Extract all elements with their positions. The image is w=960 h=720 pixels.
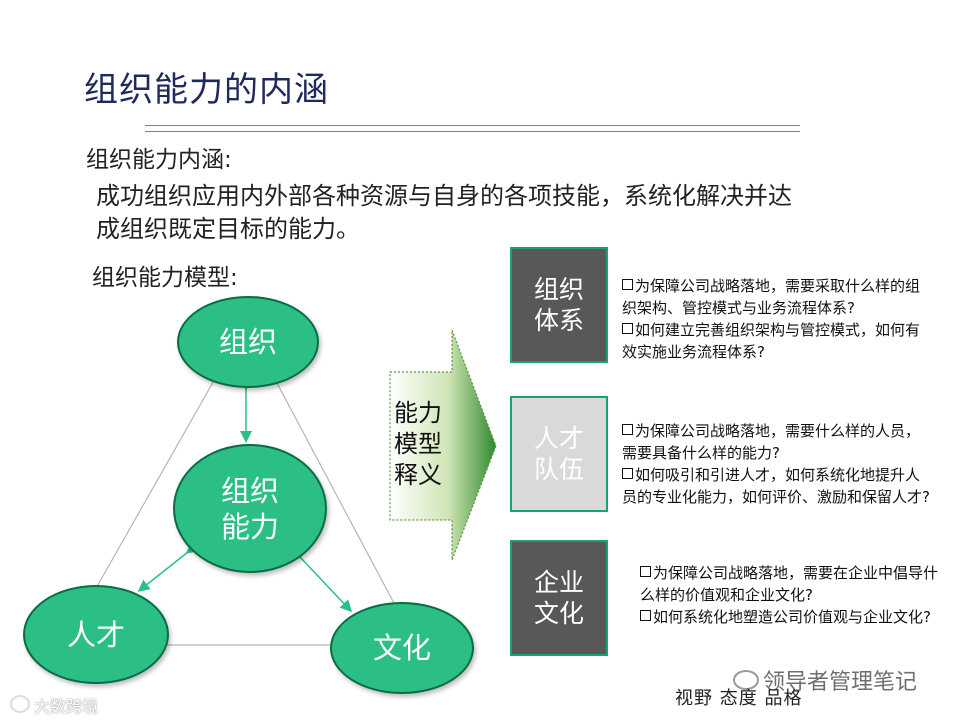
box-3-bullet-1: 为保障公司战略落地，需要在企业中倡导什么样的价值观和企业文化?	[640, 564, 939, 604]
arrow-label-line-2: 模型	[394, 430, 442, 458]
box-2-bullet-1: 为保障公司战略落地，需要什么样的人员，需要具备什么样的能力?	[622, 422, 921, 462]
connector-core-talent	[137, 541, 199, 592]
slide-title: 组织能力的内涵	[84, 70, 329, 110]
node-organizational-capability: 组织 能力	[173, 444, 327, 573]
arrow-label-line-1: 能力	[394, 399, 442, 427]
box-corporate-culture: 企业 文化	[510, 540, 608, 656]
node-core-line-2: 能力	[220, 509, 279, 544]
title-divider-top	[145, 125, 800, 126]
box-3-description: 为保障公司战略落地，需要在企业中倡导什么样的价值观和企业文化? 如何系统化地塑造…	[640, 562, 940, 628]
box-3-line-2: 文化	[533, 599, 584, 628]
box-1-line-2: 体系	[533, 306, 584, 335]
box-2-description: 为保障公司战略落地，需要什么样的人员，需要具备什么样的能力? 如何吸引和引进人才…	[622, 420, 932, 508]
checkbox-bullet-icon	[640, 610, 651, 621]
box-1-bullet-2: 如何建立完善组织架构与管控模式，如何有效实施业务流程体系?	[622, 321, 921, 361]
checkbox-bullet-icon	[640, 566, 651, 577]
model-arrow	[389, 329, 497, 561]
watermark-left-text: 大数跨境	[34, 697, 99, 716]
checkbox-bullet-icon	[622, 468, 633, 479]
box-2-bullet-2: 如何吸引和引进人才，如何系统化地提升人员的专业化能力，如何评价、激励和保留人才?	[622, 466, 930, 506]
checkbox-bullet-icon	[622, 323, 633, 334]
triangle-line-right	[269, 369, 396, 606]
definition-line-2: 成组织既定目标的能力。	[96, 215, 360, 243]
watermark-left: 大数跨境	[10, 693, 98, 717]
box-1-bullet-1: 为保障公司战略落地，需要采取什么样的组织架构、管控模式与业务流程体系?	[622, 277, 921, 317]
watermark-right-text: 领导者管理笔记	[763, 670, 918, 695]
box-2-line-2: 队伍	[533, 455, 584, 484]
node-organization: 组织	[177, 296, 319, 388]
box-3-bullet-2: 如何系统化地塑造公司价值观与企业文化?	[653, 608, 931, 626]
node-culture: 文化	[330, 602, 474, 694]
checkbox-bullet-icon	[622, 424, 633, 435]
node-core-line-1: 组织	[220, 473, 279, 508]
watermark-right: 领导者管理笔记	[733, 664, 917, 696]
box-talent-team: 人才 队伍	[510, 396, 608, 512]
chat-bubble-icon	[733, 670, 759, 690]
arrow-label: 能力 模型 释义	[394, 398, 450, 491]
node-talent: 人才	[23, 585, 169, 684]
node-talent-label: 人才	[66, 617, 125, 652]
brand-logo-icon	[10, 695, 30, 713]
definition-text: 成功组织应用内外部各种资源与自身的各项技能，系统化解决并达 成组织既定目标的能力…	[96, 180, 886, 246]
node-culture-label: 文化	[372, 631, 431, 665]
title-divider-bottom	[145, 131, 800, 132]
definition-heading: 组织能力内涵:	[86, 147, 232, 173]
triangle-line-left	[94, 369, 221, 591]
box-2-line-1: 人才	[533, 424, 584, 453]
box-1-description: 为保障公司战略落地，需要采取什么样的组织架构、管控模式与业务流程体系? 如何建立…	[622, 275, 932, 363]
checkbox-bullet-icon	[622, 279, 633, 290]
definition-line-1: 成功组织应用内外部各种资源与自身的各项技能，系统化解决并达	[96, 182, 792, 210]
box-organization-system: 组织 体系	[510, 247, 608, 363]
node-organization-label: 组织	[218, 325, 277, 359]
arrow-label-line-3: 释义	[394, 461, 442, 489]
caption-text: 视野 态度 品格	[675, 688, 803, 709]
box-3-line-1: 企业	[533, 568, 584, 597]
model-heading: 组织能力模型:	[92, 265, 238, 291]
box-1-line-1: 组织	[533, 275, 584, 304]
connector-core-culture	[289, 546, 353, 613]
